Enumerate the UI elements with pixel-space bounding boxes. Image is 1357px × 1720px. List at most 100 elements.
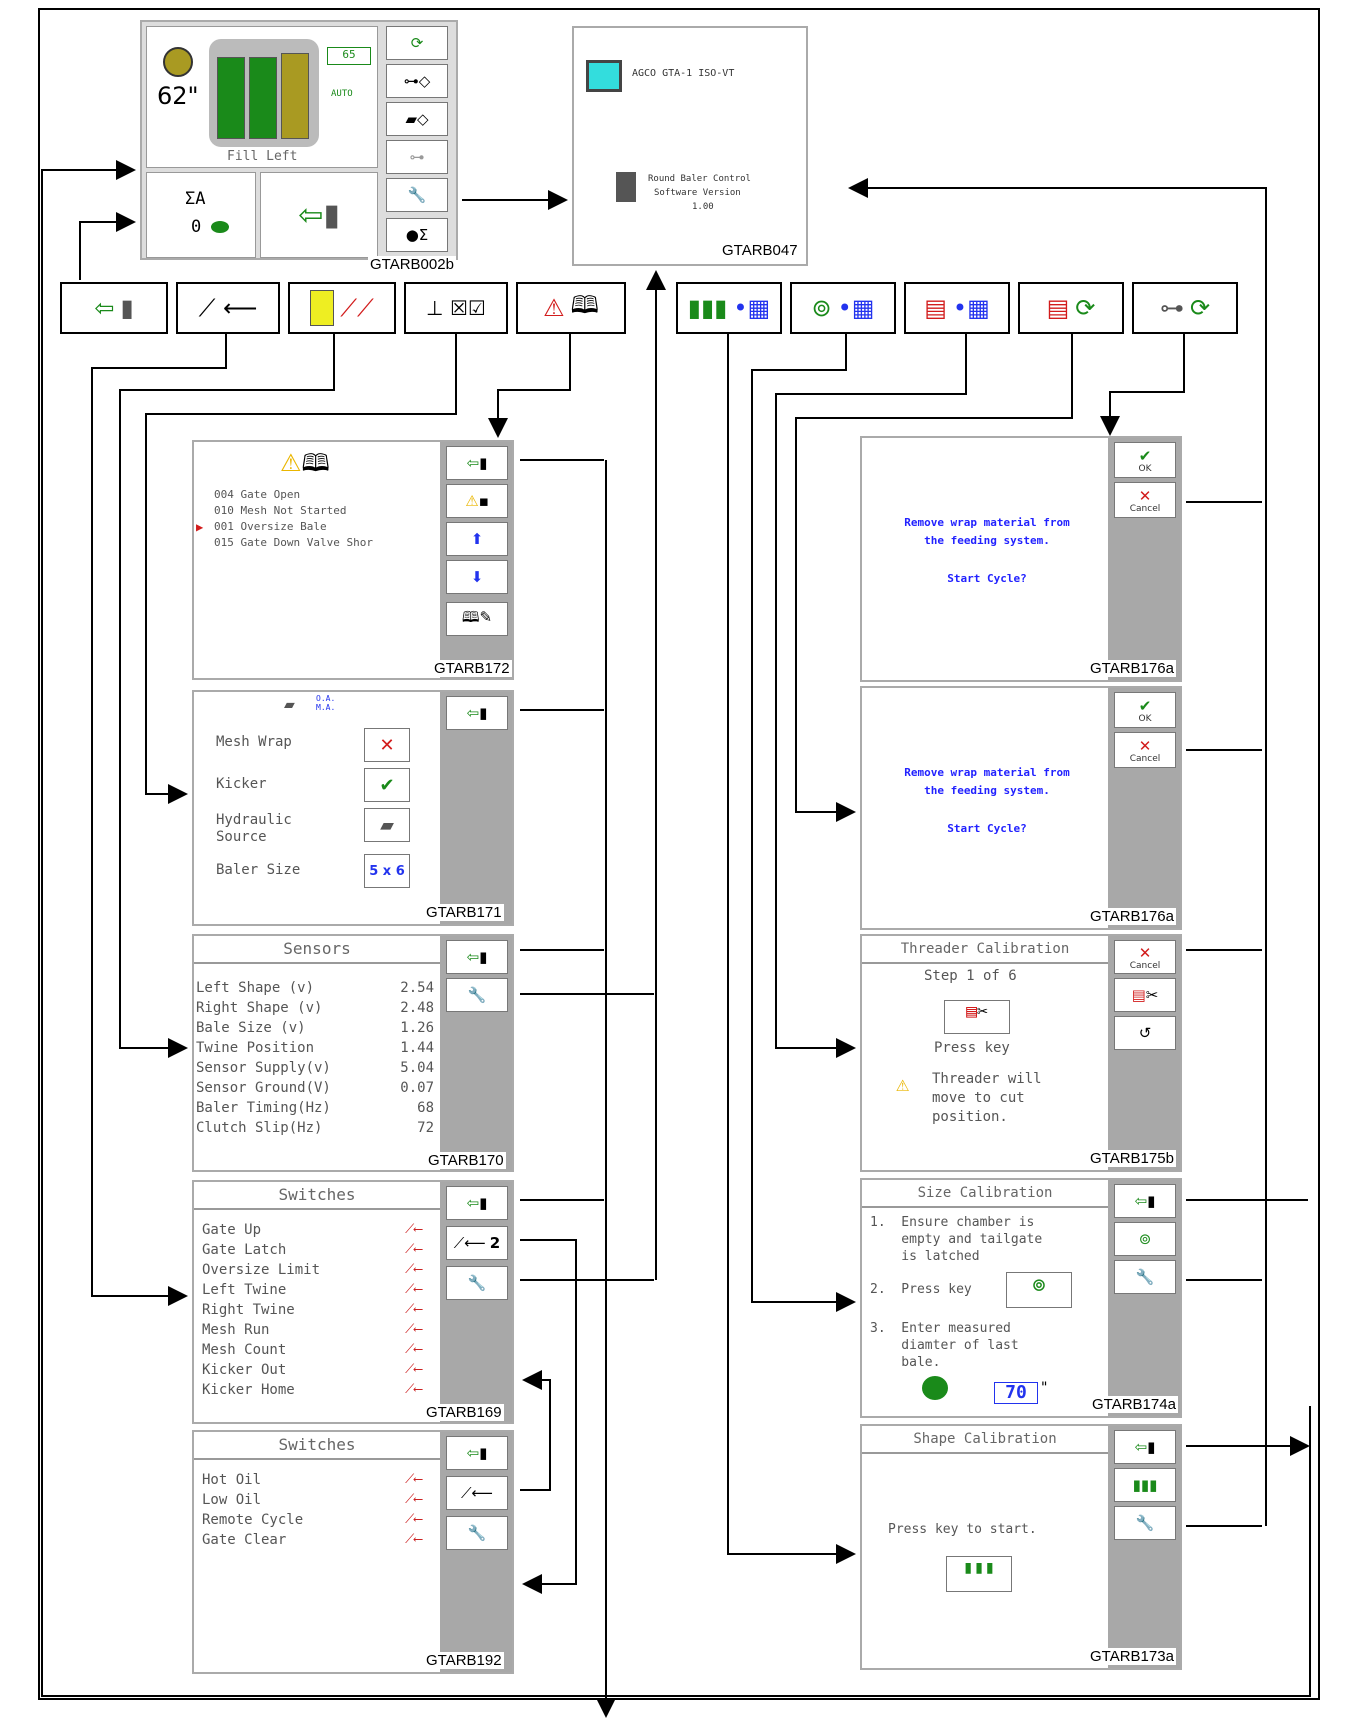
nav-sensor-button[interactable]: ⟋⟋ bbox=[288, 282, 396, 334]
switch-page-button[interactable]: ⟋⟵2 bbox=[446, 1226, 508, 1260]
exit-button[interactable]: ⇦▮ bbox=[1114, 1184, 1176, 1218]
exit-button[interactable]: ⇦▮ bbox=[446, 446, 508, 480]
shape-start-button[interactable]: ▮▮▮ bbox=[1114, 1468, 1176, 1502]
wrench-button[interactable]: 🔧 bbox=[446, 978, 508, 1012]
nav-twine-test-button[interactable]: ▤⟳ bbox=[1018, 282, 1124, 334]
twine-roll-icon: ▤ bbox=[1047, 294, 1070, 322]
exit-button[interactable]: ⇦▮ bbox=[446, 1436, 508, 1470]
wrap1-line1: Remove wrap material from bbox=[862, 516, 1112, 529]
alarm-item-0[interactable]: 004 Gate Open bbox=[214, 488, 300, 501]
wrap-icon: ⊶ bbox=[1160, 294, 1184, 322]
warning-icon: ⚠ bbox=[543, 294, 565, 322]
mesh-wrap-label: Mesh Wrap bbox=[216, 734, 292, 750]
threader-warning-icon: ⚠ bbox=[896, 1072, 909, 1097]
sensor-label: Sensor Supply(v) bbox=[196, 1060, 331, 1076]
exit-button[interactable]: ⇦▮ bbox=[446, 1186, 508, 1220]
mesh-wrap-toggle[interactable]: ✕ bbox=[364, 728, 410, 762]
wrap2-line1: Remove wrap material from bbox=[862, 766, 1112, 779]
cancel-label: Cancel bbox=[1130, 505, 1161, 514]
wrap-test-screen-2: Remove wrap material from the feeding sy… bbox=[860, 686, 1182, 930]
wrench-button[interactable]: 🔧 bbox=[446, 1266, 508, 1300]
threader-cut-button[interactable]: ▤✂ bbox=[1114, 978, 1176, 1012]
info-line2: Round Baler Control bbox=[648, 174, 751, 184]
sigma-label: ΣA bbox=[185, 189, 205, 209]
cancel-button[interactable]: ✕Cancel bbox=[1114, 732, 1176, 768]
book-edit-button[interactable]: 🕮✎ bbox=[446, 602, 508, 636]
ok-button[interactable]: ✔OK bbox=[1114, 442, 1176, 478]
nav-threader-cal-button[interactable]: ▤•▦ bbox=[904, 282, 1010, 334]
switch-state-icon: ⟋⟵ bbox=[405, 1302, 422, 1317]
nav-config-button[interactable]: ⊥ ☒☑ bbox=[404, 282, 508, 334]
kicker-toggle[interactable]: ✔ bbox=[364, 768, 410, 802]
nav-switch-button[interactable]: ⟋ ⟵ bbox=[176, 282, 280, 334]
alarm-selector-icon: ▶ bbox=[196, 520, 203, 534]
diameter-input[interactable]: 70 bbox=[994, 1382, 1038, 1404]
sensor-value: 1.44 bbox=[384, 1040, 434, 1056]
switches2-title: Switches bbox=[194, 1432, 440, 1460]
switch-state-icon: ⟋⟵ bbox=[405, 1382, 422, 1397]
alarm-item-3[interactable]: 015 Gate Down Valve Shor bbox=[214, 536, 373, 549]
cancel-button[interactable]: ✕Cancel bbox=[1114, 940, 1176, 974]
alarms-screen-tag: GTARB172 bbox=[432, 660, 512, 677]
switch-page-button[interactable]: ⟋⟵ bbox=[446, 1476, 508, 1510]
wrench-button[interactable]: 🔧 bbox=[446, 1516, 508, 1550]
sensor-value: 2.48 bbox=[384, 1000, 434, 1016]
threader-key-icon: ▤✂ bbox=[944, 1000, 1010, 1034]
controller-icon bbox=[616, 172, 636, 202]
shape-calibration-screen: Shape Calibration Press key to start. ▮▮… bbox=[860, 1424, 1182, 1670]
switch-label: Mesh Run bbox=[202, 1322, 269, 1338]
nav-wrap-test-button[interactable]: ⊶⟳ bbox=[1132, 282, 1238, 334]
exit-button[interactable]: ⇦▮ bbox=[1114, 1430, 1176, 1464]
config-header-text: O.A. M.A. bbox=[316, 694, 335, 712]
switch-label: Kicker Out bbox=[202, 1362, 286, 1378]
exit-arrow-icon: ⇦ bbox=[94, 294, 114, 322]
nav-shape-cal-button[interactable]: ▮▮▮•▦ bbox=[676, 282, 782, 334]
switch-label: Right Twine bbox=[202, 1302, 295, 1318]
refresh-button[interactable]: ⟳ bbox=[386, 26, 448, 60]
alarm-item-2[interactable]: 001 Oversize Bale bbox=[214, 520, 327, 533]
nav-exit-button[interactable]: ⇦▮ bbox=[60, 282, 168, 334]
main-counter-panel: ΣA 0 bbox=[146, 172, 256, 258]
baler-exit-icon[interactable]: ⇦ bbox=[298, 198, 323, 233]
size-start-button[interactable]: ⊚ bbox=[1114, 1222, 1176, 1256]
switch-label: Oversize Limit bbox=[202, 1262, 320, 1278]
baler-menu-button[interactable]: ▰◇ bbox=[386, 102, 448, 136]
switches-screen-2: Switches Hot Oil⟋⟵Low Oil⟋⟵Remote Cycle⟋… bbox=[192, 1430, 514, 1674]
threader-screen-tag: GTARB175b bbox=[1088, 1150, 1176, 1167]
switches2-screen-tag: GTARB192 bbox=[424, 1652, 504, 1669]
hydraulic-source-select[interactable]: ▰ bbox=[364, 808, 410, 842]
twine-button[interactable]: ⊶ bbox=[386, 140, 448, 174]
exit-button[interactable]: ⇦▮ bbox=[446, 696, 508, 730]
scroll-down-button[interactable]: ⬇ bbox=[446, 560, 508, 594]
exit-button[interactable]: ⇦▮ bbox=[446, 940, 508, 974]
scroll-up-button[interactable]: ⬆ bbox=[446, 522, 508, 556]
threader-title: Threader Calibration bbox=[862, 936, 1108, 964]
chip-value: 65 bbox=[327, 47, 371, 65]
wrench-button[interactable]: 🔧 bbox=[1114, 1506, 1176, 1540]
totals-button[interactable]: ●Σ bbox=[386, 218, 448, 252]
wrench-button[interactable]: 🔧 bbox=[1114, 1260, 1176, 1294]
wrench-button[interactable]: 🔧 bbox=[386, 178, 448, 212]
switch-state-icon: ⟋⟵ bbox=[405, 1472, 422, 1487]
test-cycle-icon: ⟳ bbox=[1075, 294, 1095, 322]
ok-label: OK bbox=[1139, 715, 1152, 724]
threader-screen: Threader Calibration Step 1 of 6 ▤✂ Pres… bbox=[860, 934, 1182, 1172]
switch-label: Mesh Count bbox=[202, 1342, 286, 1358]
nav-alarm-button[interactable]: ⚠🕮 bbox=[516, 282, 626, 334]
sensor-label: Sensor Ground(V) bbox=[196, 1080, 331, 1096]
wrap-menu-button[interactable]: ⊶◇ bbox=[386, 64, 448, 98]
nav-size-cal-button[interactable]: ⊚•▦ bbox=[790, 282, 896, 334]
baler-size-select[interactable]: 5 x 6 bbox=[364, 854, 410, 888]
cancel-button[interactable]: ✕Cancel bbox=[1114, 482, 1176, 518]
main-screen-tag: GTARB002b bbox=[368, 256, 456, 273]
ok-button[interactable]: ✔OK bbox=[1114, 692, 1176, 728]
switch-label: Low Oil bbox=[202, 1492, 261, 1508]
sensors-screen: Sensors Left Shape (v)2.54Right Shape (v… bbox=[192, 934, 514, 1172]
cancel-label: Cancel bbox=[1130, 962, 1161, 971]
diameter-unit: " bbox=[1040, 1380, 1048, 1396]
alarm-settings-button[interactable]: ⚠▪ bbox=[446, 484, 508, 518]
switch-label: Left Twine bbox=[202, 1282, 286, 1298]
threader-home-button[interactable]: ↺ bbox=[1114, 1016, 1176, 1050]
alarm-item-1[interactable]: 010 Mesh Not Started bbox=[214, 504, 346, 517]
test-cycle-icon: ⟳ bbox=[1190, 294, 1210, 322]
